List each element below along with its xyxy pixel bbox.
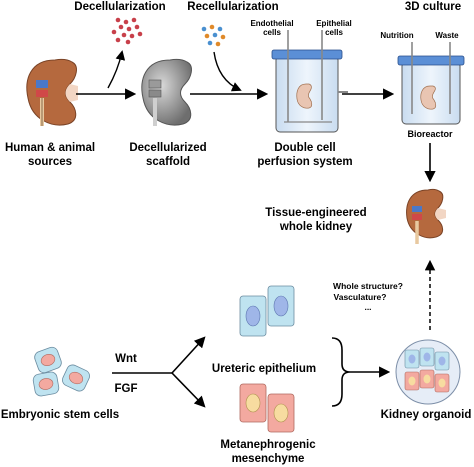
branch-arrow-lower [171,372,206,408]
header-decellularization: Decellularization [74,1,165,13]
question-line-2: Vasculature? [334,292,387,302]
epithelial-label-2: cells [325,28,343,37]
endothelial-label-2: cells [263,28,281,37]
engineered-kidney-icon [406,188,446,244]
sources-label-2: sources [28,156,72,168]
seeding-cell-dots-icon [201,24,226,47]
meta-label-2: mesenchyme [232,453,305,465]
scaffold-label-2: scaffold [146,156,190,168]
nutrition-label: Nutrition [380,31,413,40]
scaffold-label-1: Decellularized [129,142,206,154]
bioreactor-icon [397,42,465,125]
branch-arrow-upper [171,336,206,374]
header-3d-culture: 3D culture [405,1,461,13]
sources-label-1: Human & animal [5,142,95,154]
combine-brace [331,337,351,407]
decellularized-scaffold-icon [141,58,192,126]
waste-label: Waste [435,31,459,40]
question-line-1: Whole structure? [333,281,403,291]
arrow-cells-out [107,50,126,89]
epithelial-label-1: Epithelial [316,19,352,28]
ureteric-epithelium-cells-icon [239,285,295,337]
metanephrogenic-cells-icon [239,383,295,433]
engineered-kidney-label-1: Tissue-engineered [265,207,366,219]
perfusion-system-icon [271,30,348,133]
engineered-kidney-label-2: whole kidney [279,221,353,233]
endothelial-label-1: Endothelial [250,19,293,28]
perfusion-label-1: Double cell [274,142,335,154]
esc-label: Embryonic stem cells [1,409,119,421]
kidney-organoid-icon [395,339,461,405]
red-cell-dots-icon [111,17,143,45]
header-recellularization: Recellularization [187,1,278,13]
bioreactor-label: Bioreactor [407,129,453,139]
arrow-cells-in [213,51,242,92]
wnt-label: Wnt [115,353,137,365]
fgf-label: FGF [115,383,138,395]
perfusion-label-2: perfusion system [257,156,352,168]
embryonic-stem-cells-icon [32,346,90,397]
ureteric-label: Ureteric epithelium [212,363,316,375]
organoid-label: Kidney organoid [381,409,472,421]
meta-label-1: Metanephrogenic [220,439,316,451]
question-line-3: ... [364,302,371,312]
native-kidney-icon [26,58,78,126]
